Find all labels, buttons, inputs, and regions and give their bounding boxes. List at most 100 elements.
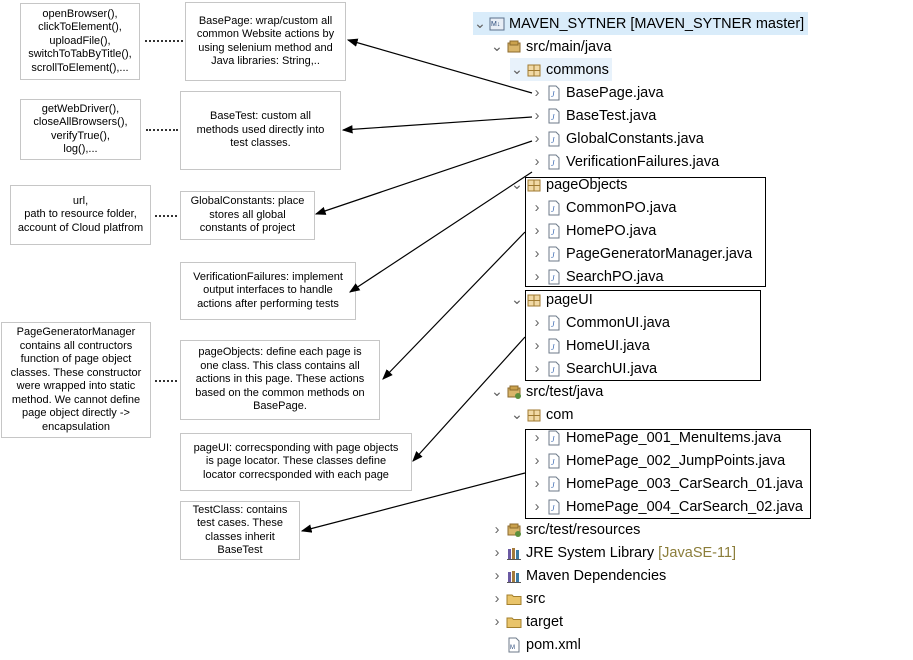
tree-file-homepage-001[interactable]: › J HomePage_001_MenuItems.java xyxy=(530,426,782,449)
tree-label: HomeUI.java xyxy=(566,337,650,354)
tree-package-pageui[interactable]: ⌄ pageUI xyxy=(510,288,593,311)
tree-file-basepage[interactable]: › J BasePage.java xyxy=(530,81,664,104)
tree-file-globalconstants[interactable]: › J GlobalConstants.java xyxy=(530,127,704,150)
chevron-down-icon[interactable]: ⌄ xyxy=(510,291,524,308)
java-file-icon: J xyxy=(546,476,562,492)
chevron-right-icon[interactable]: › xyxy=(534,360,540,377)
chevron-right-icon[interactable]: › xyxy=(494,521,500,538)
tree-file-homeui[interactable]: › J HomeUI.java xyxy=(530,334,650,357)
chevron-right-icon[interactable]: › xyxy=(494,567,500,584)
chevron-right-icon[interactable]: › xyxy=(534,153,540,170)
chevron-right-icon[interactable]: › xyxy=(534,130,540,147)
chevron-right-icon[interactable]: › xyxy=(534,429,540,446)
arrow-pageui xyxy=(412,336,526,462)
tree-file-searchui[interactable]: › J SearchUI.java xyxy=(530,357,658,380)
tree-label: target xyxy=(526,613,564,630)
chevron-down-icon[interactable]: ⌄ xyxy=(510,406,524,423)
project-branch: [MAVEN_SYTNER master] xyxy=(630,15,805,32)
tree-package-pageobjects[interactable]: ⌄ pageObjects xyxy=(510,173,628,196)
arrow-basetest xyxy=(341,116,533,134)
dotted-connector-basepage xyxy=(145,40,183,42)
chevron-down-icon[interactable]: ⌄ xyxy=(510,176,524,193)
svg-text:J: J xyxy=(551,136,555,145)
tree-label: src/test/resources xyxy=(526,521,641,538)
java-file-icon: J xyxy=(546,223,562,239)
tree-label: src/main/java xyxy=(526,38,612,55)
svg-text:J: J xyxy=(551,343,555,352)
chevron-right-icon[interactable]: › xyxy=(534,452,540,469)
maven-project-icon: M↓ xyxy=(489,16,505,32)
chevron-right-icon[interactable]: › xyxy=(534,498,540,515)
tree-project-root[interactable]: ⌄ M↓ MAVEN_SYTNER [MAVEN_SYTNER master] xyxy=(473,12,809,35)
tree-file-searchpo[interactable]: › J SearchPO.java xyxy=(530,265,664,288)
java-file-icon: J xyxy=(546,154,562,170)
chevron-right-icon[interactable]: › xyxy=(494,613,500,630)
chevron-down-icon[interactable]: ⌄ xyxy=(473,15,487,32)
chevron-right-icon[interactable]: › xyxy=(534,268,540,285)
tree-label: HomePage_004_CarSearch_02.java xyxy=(566,498,803,515)
svg-text:J: J xyxy=(551,366,555,375)
chevron-right-icon[interactable]: › xyxy=(534,222,540,239)
tree-folder-src[interactable]: › src xyxy=(490,587,546,610)
tree-label: HomePO.java xyxy=(566,222,657,239)
tree-label: src/test/java xyxy=(526,383,604,400)
source-folder-icon xyxy=(506,39,522,55)
svg-text:J: J xyxy=(551,274,555,283)
chevron-right-icon[interactable]: › xyxy=(494,590,500,607)
java-file-icon: J xyxy=(546,200,562,216)
chevron-right-icon[interactable]: › xyxy=(534,245,540,262)
tree-file-pagegeneratormanager[interactable]: › J PageGeneratorManager.java xyxy=(530,242,753,265)
chevron-right-icon[interactable]: › xyxy=(534,475,540,492)
chevron-right-icon[interactable]: › xyxy=(494,544,500,561)
tree-label: HomePage_003_CarSearch_01.java xyxy=(566,475,803,492)
source-folder-icon xyxy=(506,384,522,400)
tree-file-homepage-003[interactable]: › J HomePage_003_CarSearch_01.java xyxy=(530,472,803,495)
tree-folder-target[interactable]: › target xyxy=(490,610,564,633)
tree-src-main-java[interactable]: ⌄ src/main/java xyxy=(490,35,612,58)
note-globalconstants: GlobalConstants: place stores all global… xyxy=(180,191,315,240)
chevron-right-icon[interactable]: › xyxy=(534,107,540,124)
java-file-icon: J xyxy=(546,453,562,469)
chevron-down-icon[interactable]: ⌄ xyxy=(490,383,504,400)
com-files-group-box xyxy=(525,429,811,519)
tree-maven-dependencies[interactable]: › Maven Dependencies xyxy=(490,564,667,587)
svg-text:M: M xyxy=(510,645,515,651)
java-file-icon: J xyxy=(546,269,562,285)
dotted-connector-globalconstants xyxy=(155,215,177,217)
tree-src-test-resources[interactable]: › src/test/resources xyxy=(490,518,641,541)
tree-label: commons xyxy=(546,61,609,78)
svg-text:J: J xyxy=(551,481,555,490)
chevron-right-icon[interactable]: › xyxy=(534,314,540,331)
tree-file-commonui[interactable]: › J CommonUI.java xyxy=(530,311,670,334)
tree-file-pom[interactable]: M pom.xml xyxy=(504,633,581,656)
tree-file-commonpo[interactable]: › J CommonPO.java xyxy=(530,196,677,219)
tree-label: SearchPO.java xyxy=(566,268,664,285)
java-file-icon: J xyxy=(546,430,562,446)
tree-file-homepage-002[interactable]: › J HomePage_002_JumpPoints.java xyxy=(530,449,786,472)
library-icon xyxy=(506,545,522,561)
arrow-verificationfailures xyxy=(348,171,533,293)
chevron-down-icon[interactable]: ⌄ xyxy=(510,61,524,78)
package-icon xyxy=(526,177,542,193)
chevron-right-icon[interactable]: › xyxy=(534,84,540,101)
package-icon xyxy=(526,62,542,78)
tree-file-verificationfailures[interactable]: › J VerificationFailures.java xyxy=(530,150,720,173)
tree-jre-library[interactable]: › JRE System Library [JavaSE-11] xyxy=(490,541,737,564)
note-testclass: TestClass: contains test cases. These cl… xyxy=(180,501,300,560)
tree-file-basetest[interactable]: › J BaseTest.java xyxy=(530,104,657,127)
chevron-right-icon[interactable]: › xyxy=(534,337,540,354)
note-basetest: BaseTest: custom all methods used direct… xyxy=(180,91,341,170)
chevron-down-icon[interactable]: ⌄ xyxy=(490,38,504,55)
java-file-icon: J xyxy=(546,499,562,515)
folder-icon xyxy=(506,591,522,607)
tree-src-test-java[interactable]: ⌄ src/test/java xyxy=(490,380,603,403)
note-pageobjects: pageObjects: define each page is one cla… xyxy=(180,340,380,420)
svg-text:J: J xyxy=(551,90,555,99)
chevron-right-icon[interactable]: › xyxy=(534,199,540,216)
tree-label: src xyxy=(526,590,546,607)
tree-file-homepage-004[interactable]: › J HomePage_004_CarSearch_02.java xyxy=(530,495,803,518)
tree-package-com[interactable]: ⌄ com xyxy=(510,403,573,426)
tree-file-homepo[interactable]: › J HomePO.java xyxy=(530,219,657,242)
svg-text:J: J xyxy=(551,205,555,214)
tree-package-commons[interactable]: ⌄ commons xyxy=(510,58,612,81)
